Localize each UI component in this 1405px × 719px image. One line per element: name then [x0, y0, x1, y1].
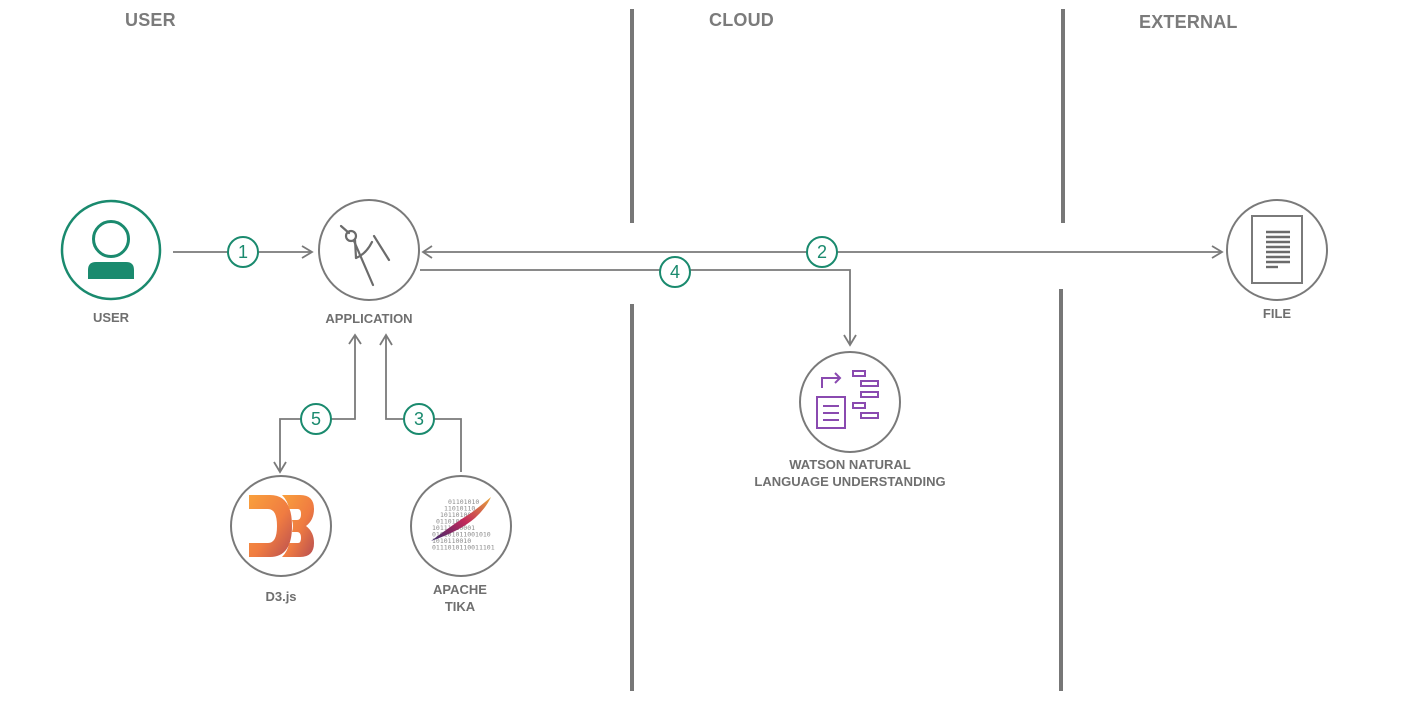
file-node[interactable]	[1226, 199, 1328, 301]
tika-binary-line: 0111010110011101	[432, 544, 495, 552]
tika-binary-line: 01101010	[436, 518, 467, 526]
apache-tika-logo: 0110101011010110101101000110101010111010…	[431, 497, 495, 552]
step-badge-4: 4	[659, 256, 691, 288]
watson-nlu-node[interactable]	[799, 351, 901, 453]
tika-binary-line: 010101011001010	[432, 531, 491, 539]
tika-binary-line: 01101010	[448, 498, 479, 506]
watson-label-line2: LANGUAGE UNDERSTANDING	[754, 474, 946, 489]
file-label: FILE	[1262, 306, 1292, 321]
connector-arrow-d3-up	[348, 333, 362, 345]
drafting-compass-icon	[339, 224, 391, 287]
zone-header-external: EXTERNAL	[1139, 12, 1238, 32]
document-icon	[1251, 215, 1303, 284]
tika-binary-line: 11010110	[444, 505, 475, 513]
tika-label-line2: TIKA	[444, 599, 476, 614]
d3-label: D3.js	[265, 589, 297, 604]
watson-label-line1: WATSON NATURAL	[789, 457, 911, 472]
tika-binary-line: 10110100	[440, 511, 471, 519]
nlu-icon	[816, 370, 879, 429]
application-label: APPLICATION	[325, 311, 413, 326]
user-label: USER	[92, 310, 130, 325]
tika-label: APACHE TIKA	[433, 581, 487, 615]
step-badge-2: 2	[806, 236, 838, 268]
tika-node[interactable]: 0110101011010110101101000110101010111010…	[410, 475, 512, 577]
tika-binary-line: 1010110010	[432, 537, 471, 545]
step-badge-5: 5	[300, 403, 332, 435]
step-badge-1: 1	[227, 236, 259, 268]
connector-app-to-watson	[420, 269, 857, 347]
step-badge-3: 3	[403, 403, 435, 435]
zone-header-cloud: CLOUD	[709, 10, 774, 30]
user-node[interactable]	[60, 199, 162, 301]
zone-header-user: USER	[125, 10, 176, 30]
d3-logo	[249, 495, 314, 557]
tika-label-line1: APACHE	[433, 582, 487, 597]
person-icon	[88, 220, 134, 279]
zone-dividers	[630, 9, 1065, 691]
connector-arrow-app-left	[421, 245, 433, 259]
d3-node[interactable]	[230, 475, 332, 577]
application-node[interactable]	[318, 199, 420, 301]
watson-label: WATSON NATURAL LANGUAGE UNDERSTANDING	[754, 456, 945, 490]
